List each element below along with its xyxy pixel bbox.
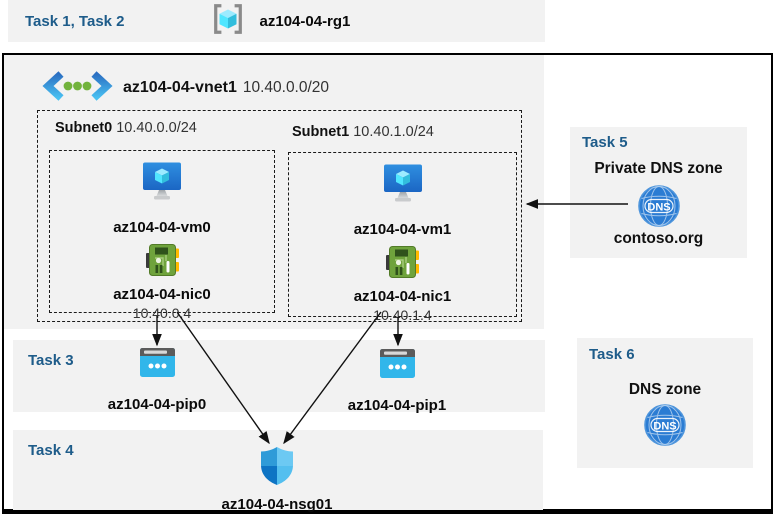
- svg-text:DNS: DNS: [653, 421, 676, 433]
- vnet-name: az104-04-vnet1: [123, 79, 237, 96]
- resource-group-name: az104-04-rg1: [259, 12, 351, 30]
- subnet0-cidr: 10.40.0.0/24: [116, 120, 197, 136]
- subnets-outer-box: [37, 110, 522, 322]
- public-ip1-group: az104-04-pip1: [332, 349, 462, 413]
- nic0-name: az104-04-nic0: [113, 286, 211, 303]
- nic1-name: az104-04-nic1: [353, 288, 452, 305]
- private-dns-zone-title: Private DNS zone: [594, 160, 723, 177]
- private-dns-zone-name: contoso.org: [613, 230, 704, 247]
- vnet-icon: [42, 70, 113, 106]
- vm1-name: az104-04-vm1: [353, 221, 452, 238]
- nsg-group: az104-04-nsg01: [211, 447, 343, 512]
- resource-group-header: Task 1, Task 2 az104-04-rg1: [8, 0, 545, 42]
- dns-zone-title: DNS zone: [628, 381, 702, 398]
- nsg-shield-icon: [261, 447, 293, 490]
- dns-globe-icon: DNS: [577, 404, 753, 446]
- task4-heading: Task 4: [28, 442, 74, 459]
- pip1-name: az104-04-pip1: [347, 397, 447, 414]
- vnet-label: az104-04-vnet1 10.40.0.0/20: [42, 70, 330, 106]
- task3-heading: Task 3: [28, 352, 74, 369]
- nsg-name: az104-04-nsg01: [221, 496, 333, 513]
- nic1-ip: 10.40.1.4: [373, 307, 432, 323]
- virtual-machine-icon: [142, 162, 182, 208]
- task6-heading: Task 6: [589, 346, 635, 363]
- nic-icon: [145, 244, 179, 281]
- task5-panel: Task 5 Private DNS zone DNS contoso.org: [570, 127, 747, 258]
- public-ip0-group: az104-04-pip0: [92, 348, 222, 412]
- task-1-2-heading: Task 1, Task 2: [25, 12, 125, 30]
- nic0-ip: 10.40.0.4: [132, 305, 192, 321]
- subnet1-label: Subnet1 10.40.1.0/24: [292, 124, 434, 140]
- subnet1-cidr: 10.40.1.0/24: [353, 124, 434, 140]
- subnet0-box: az104-04-vm0 az104-04-nic0 10.40.0.4: [49, 150, 275, 320]
- svg-text:DNS: DNS: [647, 202, 670, 214]
- task3-strip: [13, 340, 545, 412]
- task5-heading: Task 5: [582, 134, 628, 151]
- lab-boundary-box: [2, 53, 773, 514]
- subnet1-name: Subnet1: [292, 124, 350, 140]
- vm0-name: az104-04-vm0: [113, 219, 211, 236]
- subnet0-label: Subnet0 10.40.0.0/24: [55, 120, 197, 136]
- pip0-name: az104-04-pip0: [107, 396, 207, 413]
- public-ip-icon: [379, 349, 415, 383]
- task6-panel: Task 6 DNS zone DNS: [577, 338, 753, 468]
- nic-icon: [386, 246, 419, 283]
- subnet0-name: Subnet0: [55, 120, 113, 136]
- subnet1-box: az104-04-vm1 az104-04-nic1 10.40.1.4: [288, 152, 517, 322]
- dns-globe-icon: DNS: [570, 185, 747, 227]
- virtual-machine-icon: [383, 164, 423, 210]
- public-ip-icon: [139, 348, 175, 382]
- vnet-cidr: 10.40.0.0/20: [242, 79, 330, 96]
- resource-group-icon: [211, 2, 245, 41]
